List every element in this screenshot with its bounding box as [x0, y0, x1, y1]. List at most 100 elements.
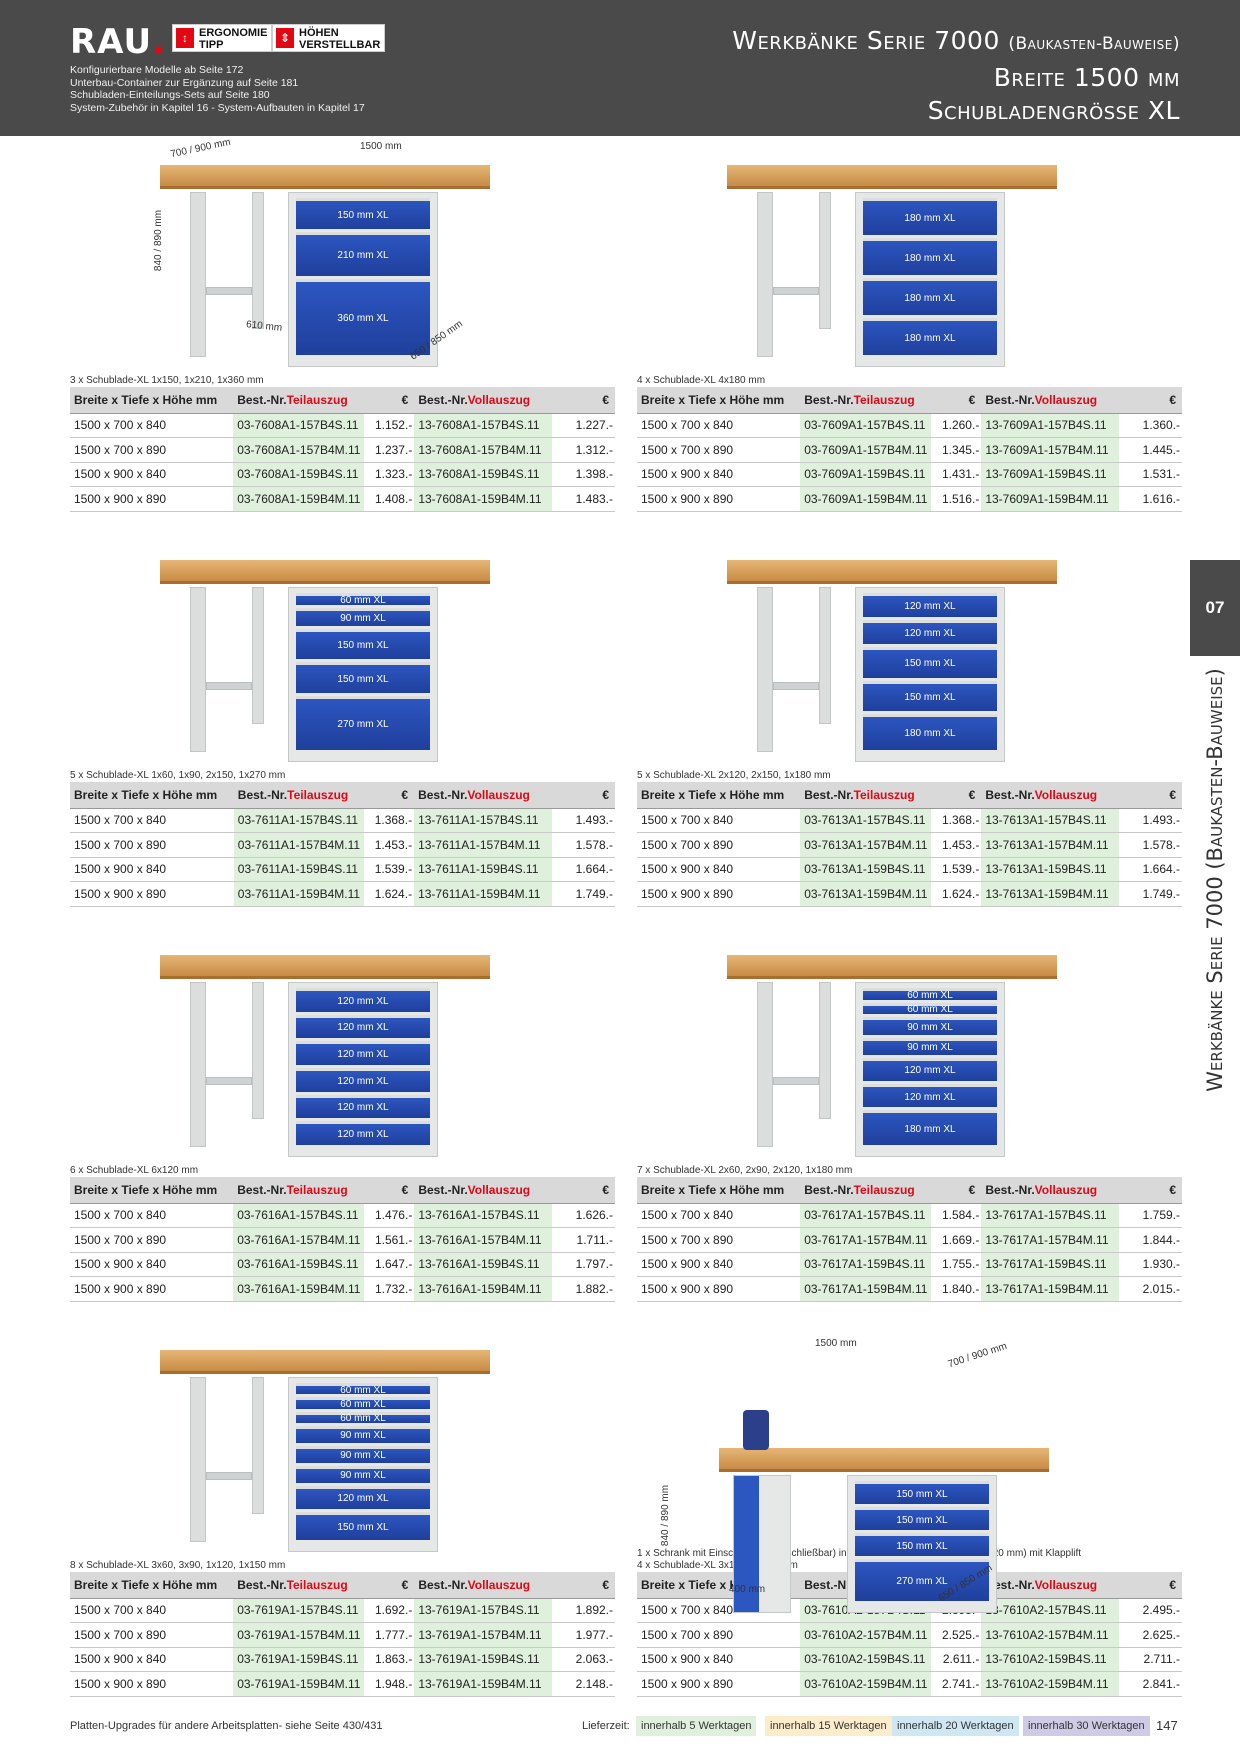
size-cell: 1500 x 900 x 890 [70, 1671, 234, 1697]
caption-line: 4 x Schublade-XL 3x150, 1x270 mm [637, 1560, 798, 1571]
col-size: Breite x Tiefe x Höhe mm [70, 1572, 234, 1599]
drawer[interactable]: 150 mm XL [863, 647, 997, 678]
drawer[interactable]: 120 mm XL [296, 1121, 430, 1145]
drawer[interactable]: 120 mm XL [296, 1094, 430, 1119]
col-size: Breite x Tiefe x Höhe mm [70, 1177, 234, 1204]
drawer[interactable]: 150 mm XL [296, 629, 430, 660]
drawer[interactable]: 60 mm XL [863, 988, 997, 1001]
leg [190, 587, 206, 752]
drawer[interactable]: 210 mm XL [296, 232, 430, 277]
delivery-30-days: innerhalb 30 Werktagen [1023, 1716, 1150, 1736]
caption-line: 4 x Schublade-XL 4x180 mm [637, 375, 766, 386]
size-cell: 1500 x 700 x 890 [70, 1622, 234, 1648]
teilauszug-label: Teilauszug [286, 392, 348, 407]
drawer[interactable]: 120 mm XL [863, 593, 997, 618]
leg [819, 587, 831, 724]
drawer[interactable]: 150 mm XL [855, 1507, 989, 1531]
article-number-teilauszug: 03-7616A1-159B4M.11 [233, 1276, 365, 1302]
drawer[interactable]: 60 mm XL [863, 1002, 997, 1015]
drawer[interactable]: 360 mm XL [296, 279, 430, 355]
drawer[interactable]: 90 mm XL [296, 1425, 430, 1443]
article-number-teilauszug: 03-7611A1-157B4S.11 [233, 808, 365, 833]
price-vollauszug: 1.360.- [1119, 413, 1182, 438]
drawer[interactable]: 180 mm XL [863, 318, 997, 355]
drawer[interactable]: 90 mm XL [296, 1445, 430, 1463]
col-price: € [931, 1177, 982, 1204]
best-label: Best.-Nr. [418, 392, 468, 407]
drawer[interactable]: 60 mm XL [296, 1411, 430, 1424]
price-vollauszug: 1.711.- [552, 1227, 615, 1253]
best-label: Best.-Nr. [237, 392, 287, 407]
leg-rail [206, 287, 252, 295]
col-price: € [552, 782, 615, 809]
drawer[interactable]: 120 mm XL [863, 1057, 997, 1082]
dim-width: 1500 mm [360, 141, 402, 152]
drawer[interactable]: 90 mm XL [296, 608, 430, 627]
price-vollauszug: 1.664.- [1119, 857, 1182, 882]
drawer[interactable]: 120 mm XL [296, 1485, 430, 1509]
drawer[interactable]: 180 mm XL [863, 198, 997, 235]
dim-leg: 610 mm [245, 319, 283, 334]
price-teilauszug: 2.741.- [931, 1671, 982, 1697]
drawer[interactable]: 60 mm XL [296, 593, 430, 606]
price-vollauszug: 1.749.- [552, 881, 615, 907]
price-teilauszug: 1.237.- [364, 437, 415, 463]
drawer[interactable]: 120 mm XL [863, 620, 997, 645]
drawer[interactable]: 180 mm XL [863, 713, 997, 750]
drawer[interactable]: 150 mm XL [296, 662, 430, 693]
drawer[interactable]: 60 mm XL [296, 1397, 430, 1410]
drawer[interactable]: 120 mm XL [863, 1084, 997, 1108]
col-price: € [364, 782, 415, 809]
col-price: € [552, 1572, 615, 1599]
drawer[interactable]: 90 mm XL [863, 1017, 997, 1035]
drawer[interactable]: 120 mm XL [296, 1067, 430, 1092]
drawer[interactable]: 120 mm XL [296, 1041, 430, 1065]
price-teilauszug: 1.431.- [931, 462, 982, 487]
price-teilauszug: 1.516.- [931, 486, 982, 512]
article-number-vollauszug: 13-7610A2-159B4S.11 [981, 1647, 1120, 1672]
article-number-teilauszug: 03-7609A1-159B4S.11 [800, 462, 932, 487]
drawer[interactable]: 120 mm XL [296, 1014, 430, 1039]
drawer[interactable]: 150 mm XL [296, 198, 430, 230]
drawer[interactable]: 180 mm XL [863, 1110, 997, 1145]
col-price: € [364, 387, 415, 414]
ergonomie-tipp-badge: ↕ ERGONOMIE TIPP [172, 24, 273, 52]
drawer[interactable]: 270 mm XL [855, 1559, 989, 1601]
drawer[interactable]: 180 mm XL [863, 278, 997, 315]
article-number-teilauszug: 03-7608A1-157B4S.11 [233, 413, 365, 438]
drawer[interactable]: 150 mm XL [855, 1533, 989, 1557]
drawer[interactable]: 180 mm XL [863, 238, 997, 275]
drawer[interactable]: 150 mm XL [855, 1481, 989, 1505]
drawer[interactable]: 90 mm XL [296, 1465, 430, 1483]
price-teilauszug: 1.647.- [364, 1252, 415, 1277]
price-teilauszug: 1.624.- [364, 881, 415, 907]
worktop [727, 165, 1057, 189]
price-vollauszug: 2.495.- [1119, 1598, 1182, 1623]
drawer[interactable]: 150 mm XL [863, 680, 997, 711]
drawer[interactable]: 120 mm XL [296, 988, 430, 1012]
note-line: System-Zubehör in Kapitel 16 - System-Au… [70, 101, 365, 114]
drawer[interactable]: 270 mm XL [296, 695, 430, 750]
drawer[interactable]: 90 mm XL [863, 1037, 997, 1055]
drawer[interactable]: 150 mm XL [296, 1511, 430, 1540]
col-price: € [1119, 387, 1182, 414]
leg-rail [773, 1077, 819, 1085]
vollauszug-label: Vollauszug [1034, 392, 1098, 407]
drawer[interactable]: 60 mm XL [296, 1383, 430, 1396]
col-teilauszug: Best.-Nr.Teilauszug [800, 782, 932, 809]
col-vollauszug: Best.-Nr.Vollauszug [414, 387, 553, 414]
col-vollauszug: Best.-Nr.Vollauszug [414, 782, 553, 809]
price-teilauszug: 1.863.- [364, 1647, 415, 1672]
product-caption: 4 x Schublade-XL 4x180 mm [637, 375, 1182, 387]
article-number-vollauszug: 13-7608A1-159B4S.11 [414, 462, 553, 487]
size-cell: 1500 x 700 x 840 [70, 1203, 234, 1228]
vollauszug-label: Vollauszug [1034, 787, 1098, 802]
